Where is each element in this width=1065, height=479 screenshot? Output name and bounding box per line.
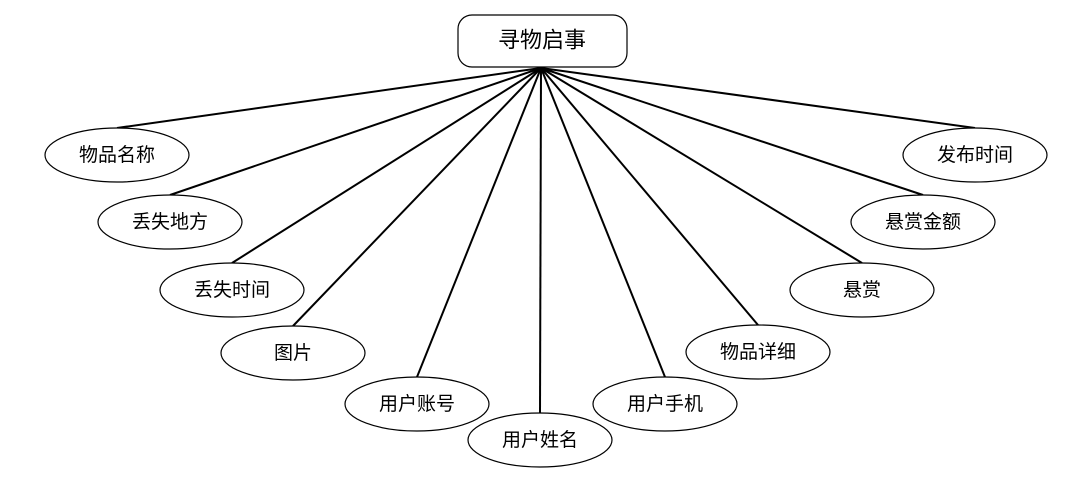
attribute-label: 悬赏金额 [885, 211, 961, 233]
edge-line [540, 67, 666, 378]
attribute-node: 发布时间 [902, 127, 1048, 183]
edge-line [416, 67, 542, 378]
attribute-label: 悬赏 [843, 279, 881, 301]
attribute-label: 用户手机 [627, 393, 703, 415]
attribute-ellipse [467, 412, 613, 468]
edge-line [540, 67, 759, 326]
attribute-label: 物品名称 [79, 144, 155, 166]
attribute-node: 物品名称 [44, 127, 190, 183]
attribute-node: 图片 [220, 325, 366, 381]
edge-line [539, 67, 542, 414]
edge-line [540, 67, 863, 264]
attribute-label: 图片 [274, 342, 312, 364]
edge-line [231, 67, 542, 264]
attribute-label: 丢失时间 [194, 279, 270, 301]
attribute-node: 悬赏 [789, 262, 935, 318]
attribute-node: 用户姓名 [467, 412, 613, 468]
attribute-node: 用户手机 [592, 376, 738, 432]
attribute-label: 用户姓名 [502, 429, 578, 451]
attribute-ellipse [685, 324, 831, 380]
attribute-ellipse [220, 325, 366, 381]
attribute-ellipse [97, 194, 243, 250]
attribute-ellipse [44, 127, 190, 183]
edge-line [540, 67, 924, 196]
attribute-ellipse [344, 376, 490, 432]
attribute-ellipse [902, 127, 1048, 183]
attribute-label: 用户账号 [379, 393, 455, 415]
entity-node: 寻物启事 [457, 14, 628, 68]
edge-line [169, 67, 542, 196]
attribute-ellipse [850, 194, 996, 250]
attribute-node: 物品详细 [685, 324, 831, 380]
entity-label: 寻物启事 [498, 29, 586, 54]
attribute-node: 用户账号 [344, 376, 490, 432]
attribute-ellipse [789, 262, 935, 318]
attribute-node: 丢失地方 [97, 194, 243, 250]
attribute-node: 悬赏金额 [850, 194, 996, 250]
attribute-ellipse [592, 376, 738, 432]
attribute-label: 发布时间 [937, 144, 1013, 166]
attribute-node: 丢失时间 [159, 262, 305, 318]
edge-line [292, 67, 542, 327]
edge-line [116, 67, 542, 129]
attribute-ellipse [159, 262, 305, 318]
entity-box [457, 14, 628, 68]
attribute-label: 物品详细 [720, 341, 796, 363]
edge-line [540, 67, 976, 129]
attribute-label: 丢失地方 [132, 211, 208, 233]
